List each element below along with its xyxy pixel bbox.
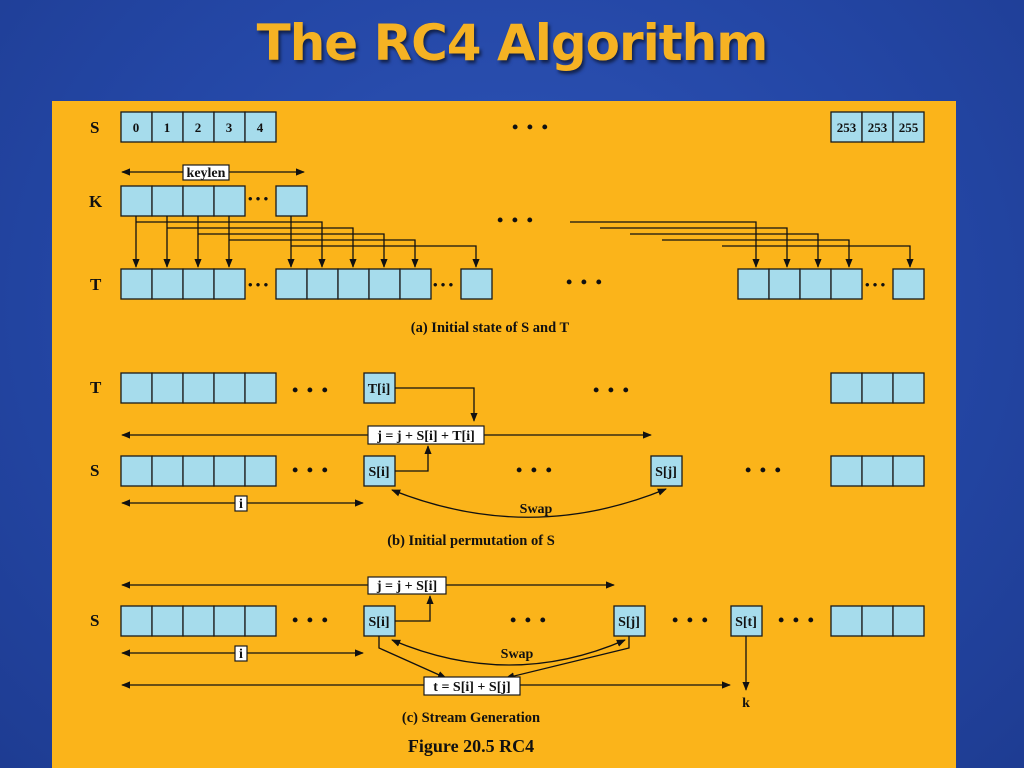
s-cell-0 (120, 111, 153, 143)
ellipsis-k: • • • (248, 191, 269, 206)
caption-part-c: (c) Stream Generation (402, 710, 540, 726)
si-label-b: S[i] (369, 465, 390, 480)
sj-label-b: S[j] (655, 465, 677, 480)
i-box-c (234, 645, 248, 662)
s-array-initial-end: 253 253 255 (830, 111, 925, 143)
s-value-1: 1 (164, 120, 171, 135)
row-label-t-b: T (90, 378, 102, 397)
s-value-0: 0 (133, 120, 140, 135)
ellipsis-t-1: • • • (248, 277, 269, 292)
k-to-t-connectors (132, 216, 914, 268)
si-to-formula-arrow-c (395, 595, 434, 622)
st-label-c: S[t] (735, 615, 757, 630)
s-j-cell-c (613, 605, 646, 637)
s-cell-4 (244, 111, 277, 143)
ellipsis-kt-middle: • • • (497, 210, 535, 230)
s-i-cell-c (363, 605, 396, 637)
swap-label-b: Swap (520, 502, 553, 517)
i-box-b (234, 495, 248, 512)
s-value-253a: 253 (837, 120, 857, 135)
ellipsis-t-4: • • • (865, 277, 886, 292)
row-label-k: K (89, 192, 103, 211)
s-value-2: 2 (195, 120, 202, 135)
s-cell-1 (151, 111, 184, 143)
ellipsis-sb-2: • • • (516, 460, 554, 480)
si-label-c: S[i] (369, 615, 390, 630)
row-label-s-c: S (90, 611, 99, 630)
s-cell-255 (892, 111, 925, 143)
sj-to-t-arrow (505, 636, 630, 680)
swap-arrow-b (391, 488, 667, 518)
ellipsis-sb-1: • • • (292, 460, 330, 480)
s-array-initial-start: 0 1 2 3 4 (120, 111, 277, 143)
sj-label-c: S[j] (618, 615, 640, 630)
slide-title: The RC4 Algorithm (256, 14, 769, 72)
s-value-3: 3 (226, 120, 233, 135)
figure-panel: S 0 1 2 3 4 • • • 253 253 255 keylen K •… (52, 101, 956, 768)
s-value-255: 255 (899, 120, 919, 135)
ellipsis-sc-2: • • • (510, 610, 548, 630)
s-cell-253a (830, 111, 863, 143)
row-label-s-b: S (90, 461, 99, 480)
s-cell-253b (861, 111, 894, 143)
t-i-cell (363, 372, 396, 404)
s-array-permutation (120, 455, 925, 487)
t-array-initial (120, 268, 925, 300)
ellipsis-sc-1: • • • (292, 610, 330, 630)
ellipsis-t-2: • • • (433, 277, 454, 292)
s-i-cell-b (363, 455, 396, 487)
s-value-253b: 253 (868, 120, 888, 135)
keylen-label: keylen (187, 166, 226, 181)
s-j-cell-b (650, 455, 683, 487)
formula-t-label: t = S[i] + S[j] (433, 680, 510, 695)
row-label-t-a: T (90, 275, 102, 294)
rc4-diagram: S 0 1 2 3 4 • • • 253 253 255 keylen K •… (89, 111, 925, 756)
si-to-formula-arrow-b (395, 445, 432, 472)
formula-j-box (367, 425, 485, 445)
i-label-c: i (239, 647, 243, 662)
ellipsis-s-a: • • • (512, 117, 550, 137)
s-cell-2 (182, 111, 215, 143)
ellipsis-sc-4: • • • (778, 610, 816, 630)
s-array-stream (120, 605, 925, 637)
caption-part-a: (a) Initial state of S and T (411, 320, 570, 336)
formula-jc-label: j = j + S[i] (376, 579, 437, 594)
swap-label-c: Swap (501, 647, 534, 662)
ellipsis-sc-3: • • • (672, 610, 710, 630)
ti-to-formula-arrow (395, 387, 478, 422)
ellipsis-t-3: • • • (566, 272, 604, 292)
formula-j-label: j = j + S[i] + T[i] (376, 429, 475, 444)
k-array (120, 185, 308, 217)
formula-t-box (423, 676, 521, 696)
keylen-box (182, 164, 230, 181)
formula-jc-box (367, 576, 447, 595)
s-value-4: 4 (257, 120, 264, 135)
i-label-b: i (239, 497, 243, 512)
ellipsis-tb-2: • • • (593, 380, 631, 400)
k-output-label: k (742, 696, 750, 711)
ti-label: T[i] (368, 382, 391, 397)
t-array-permutation (120, 372, 925, 404)
caption-part-b: (b) Initial permutation of S (387, 533, 555, 549)
ellipsis-sb-3: • • • (745, 460, 783, 480)
ellipsis-tb-1: • • • (292, 380, 330, 400)
figure-caption: Figure 20.5 RC4 (408, 736, 534, 756)
row-label-s-a: S (90, 118, 99, 137)
si-to-t-arrow (378, 636, 447, 679)
swap-arrow-c (391, 639, 626, 666)
